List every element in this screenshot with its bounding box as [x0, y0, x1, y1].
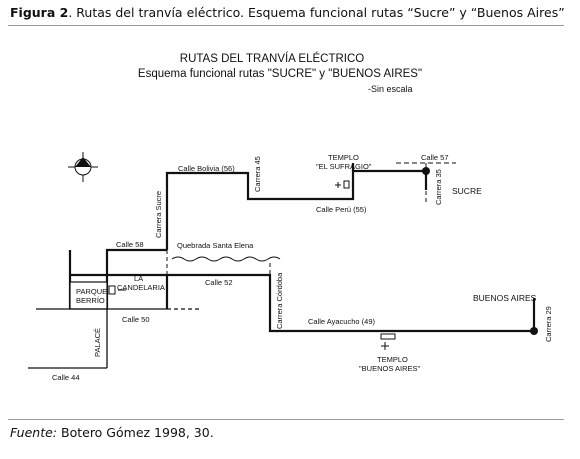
label-candelaria-2: CANDELARIA [117, 283, 165, 292]
label-carrera-45: Carrera 45 [253, 156, 262, 192]
label-buenos-aires: BUENOS AIRES [473, 293, 537, 303]
sucre-route-line [165, 163, 428, 250]
source-label: Fuente: [10, 425, 58, 440]
label-parque-2: BERRÍO [76, 296, 105, 305]
label-carrera-29: Carrera 29 [544, 306, 553, 342]
candelaria-marker [108, 285, 126, 295]
label-calle-57: Calle 57 [421, 153, 449, 162]
label-carrera-sucre: Carrera Sucre [154, 191, 163, 238]
label-carrera-35: Carrera 35 [434, 169, 443, 205]
label-candelaria-1: LA [134, 274, 143, 283]
scale-note: -Sin escala [368, 84, 413, 94]
label-templo-ba-2: "BUENOS AIRES" [359, 364, 421, 373]
label-calle-bolivia: Calle Bolivia (56) [178, 164, 235, 173]
figure-caption-text: . Rutas del tranvía eléctrico. Esquema f… [68, 5, 565, 20]
figure-label: Figura 2 [10, 5, 69, 20]
label-templo-2: "EL SUFRAGIO" [316, 162, 372, 171]
label-calle-50: Calle 50 [122, 315, 150, 324]
label-templo-ba-1: TEMPLO [377, 355, 408, 364]
label-sucre: SUCRE [452, 186, 482, 196]
source-text: Botero Gómez 1998, 30. [57, 425, 214, 440]
label-calle-ayacucho: Calle Ayacucho (49) [308, 317, 375, 326]
label-parque-1: PARQUE [76, 287, 107, 296]
label-calle-52: Calle 52 [205, 278, 233, 287]
label-calle-peru: Calle Perú (55) [316, 205, 367, 214]
quebrada-stream [171, 256, 281, 262]
top-rule [8, 25, 564, 26]
label-templo-1: TEMPLO [328, 153, 359, 162]
quebrada-dashed-links [166, 250, 271, 275]
diagram-title: RUTAS DEL TRANVÍA ELÉCTRICO [180, 52, 365, 65]
label-carrera-cordoba: Carrera Córdoba [275, 272, 284, 329]
thin-street-lines [28, 308, 200, 369]
bottom-rule [8, 419, 564, 420]
templo-sufragio-marker [335, 180, 350, 189]
buenos-aires-terminal-marker [530, 327, 538, 335]
label-quebrada: Quebrada Santa Elena [177, 241, 254, 250]
diagram-subtitle: Esquema funcional rutas "SUCRE" y "BUENO… [138, 68, 422, 80]
figure-caption: Figura 2. Rutas del tranvía eléctrico. E… [10, 5, 565, 20]
label-calle-58: Calle 58 [116, 240, 144, 249]
label-calle-44: Calle 44 [52, 373, 80, 382]
templo-buenos-aires-marker [380, 333, 396, 350]
label-palace: PALACÉ [93, 328, 102, 357]
street-labels: Calle Bolivia (56) Carrera 45 TEMPLO "EL… [52, 153, 553, 382]
compass-icon [68, 152, 98, 182]
source-note: Fuente: Botero Gómez 1998, 30. [10, 425, 214, 440]
